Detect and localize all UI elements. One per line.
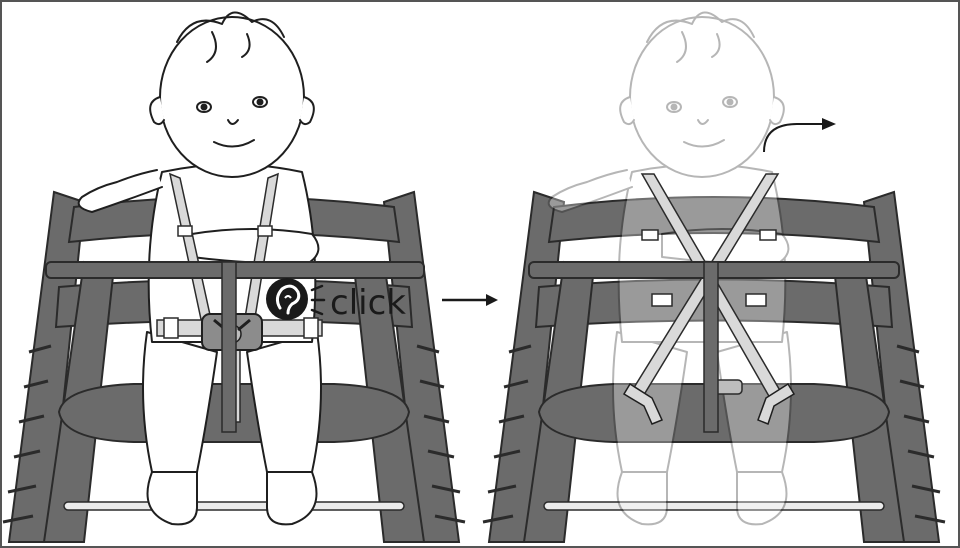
- ear-icon: [266, 278, 308, 320]
- adjuster-buckle-right: [258, 226, 272, 236]
- arrow-right-icon: [442, 294, 498, 306]
- click-sound-label: click: [330, 283, 406, 323]
- panel-fastened: click: [3, 12, 465, 542]
- adjuster-buckle-left: [178, 226, 192, 236]
- panel-released: [483, 12, 945, 542]
